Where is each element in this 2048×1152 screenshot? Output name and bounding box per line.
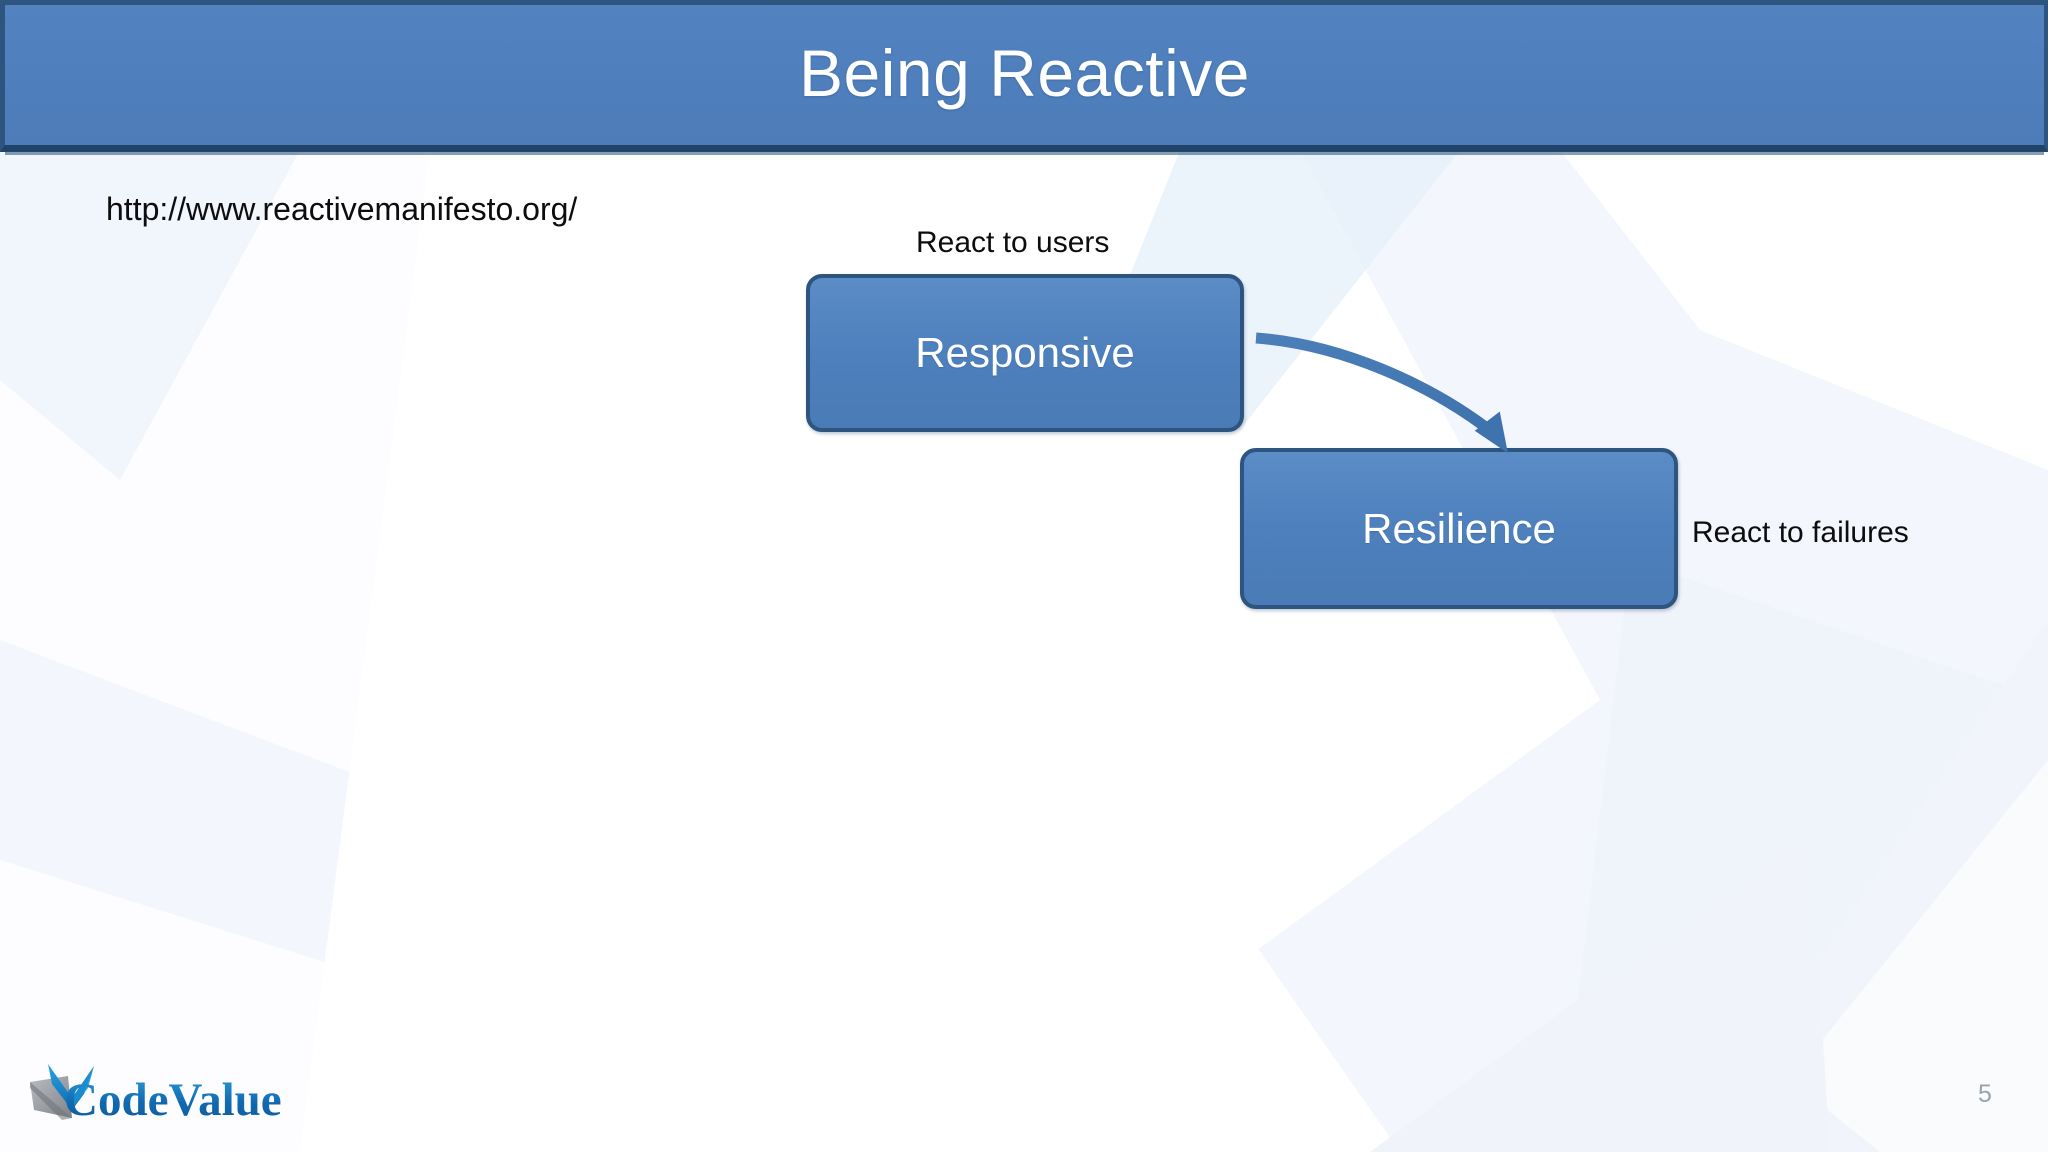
caption-react-to-failures: React to failures bbox=[1692, 516, 1909, 549]
diagram-box-resilience[interactable]: Resilience bbox=[1240, 448, 1678, 609]
diagram-box-responsive-label: Responsive bbox=[915, 329, 1135, 376]
slide-title-bar: Being Reactive bbox=[0, 0, 2048, 155]
arrow-responsive-to-resilience bbox=[1255, 332, 1508, 454]
codevalue-logo: CodeValue bbox=[28, 1058, 338, 1130]
page-number: 5 bbox=[1978, 1080, 1992, 1108]
page-title: Being Reactive bbox=[799, 36, 1250, 110]
caption-react-to-users: React to users bbox=[916, 226, 1110, 259]
diagram-box-resilience-label: Resilience bbox=[1362, 504, 1556, 552]
diagram-box-responsive[interactable]: Responsive bbox=[806, 274, 1244, 432]
codevalue-wordmark: CodeValue bbox=[64, 1074, 282, 1126]
reactive-manifesto-url[interactable]: http://www.reactivemanifesto.org/ bbox=[106, 191, 578, 227]
